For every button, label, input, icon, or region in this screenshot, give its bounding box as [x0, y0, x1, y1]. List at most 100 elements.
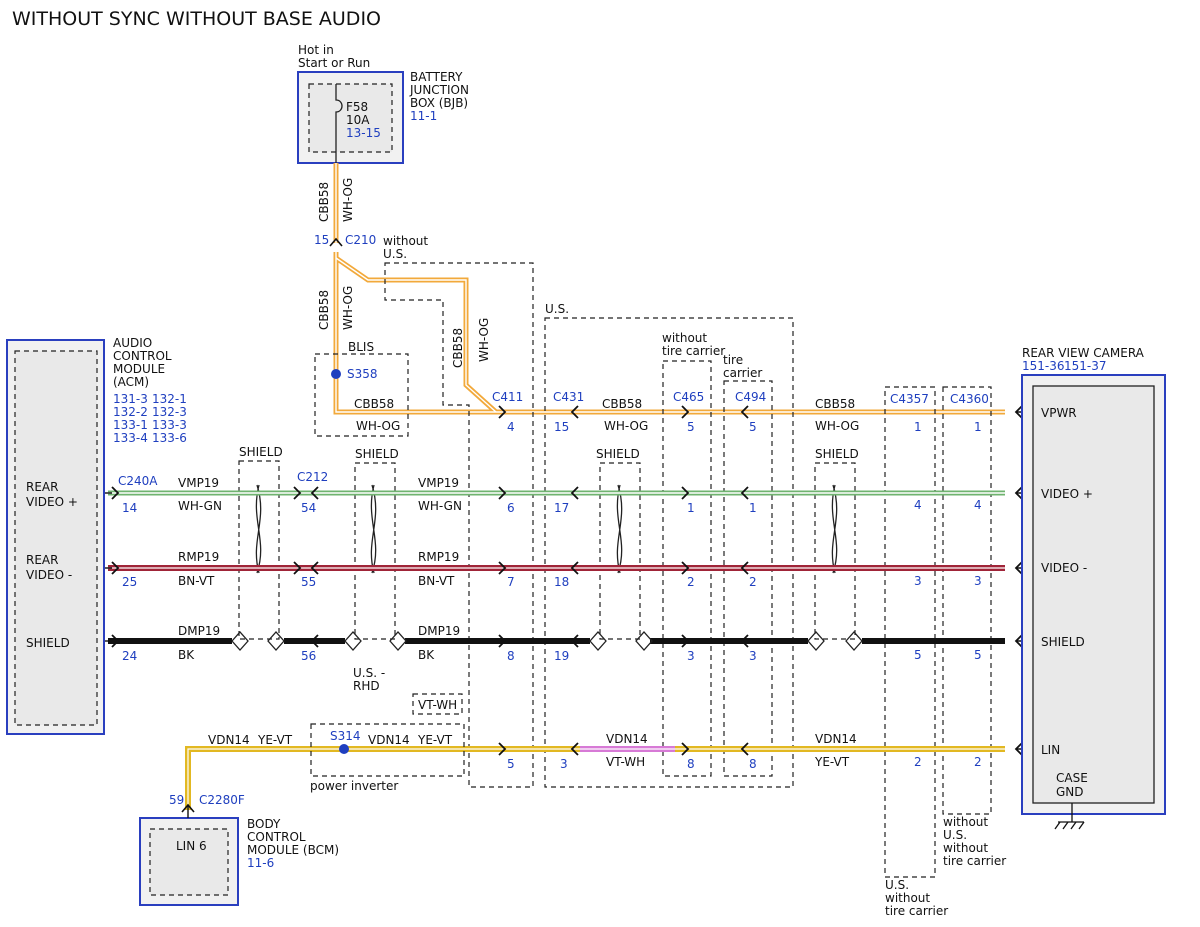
c2280f-pin: 59	[169, 793, 184, 807]
wire-code-cbb58-mid: CBB58	[602, 397, 642, 411]
c411-pin-4: 4	[507, 420, 515, 434]
splice-s358-label[interactable]: S358	[347, 367, 378, 381]
c4357-pin-2: 2	[914, 755, 922, 769]
c4360-pin-3: 3	[974, 574, 982, 588]
splice-s314-label[interactable]: S314	[330, 729, 361, 743]
wus-wtc-note-1: without	[943, 815, 988, 829]
wire-color-whog-blis: WH-OG	[356, 419, 400, 433]
without-us-without-tc-region	[942, 386, 992, 815]
acm-ref-133-3[interactable]: 133-3	[152, 418, 187, 432]
bjb-ref-link[interactable]: 11-1	[410, 109, 437, 123]
wire-code-vdn14-1: VDN14	[208, 733, 250, 747]
c210-pin: 15	[314, 233, 329, 247]
c2280f-label[interactable]: C2280F	[199, 793, 245, 807]
wire-code-dmp19-2: DMP19	[418, 624, 460, 638]
acm-inner	[14, 350, 98, 726]
c431-label[interactable]: C431	[553, 390, 584, 404]
fuse-ref-link[interactable]: 13-15	[346, 126, 381, 140]
connector-arrow-icon	[498, 742, 507, 756]
c4357-pin-4: 4	[914, 498, 922, 512]
c465-pin-8: 8	[687, 757, 695, 771]
c465-label[interactable]: C465	[673, 390, 704, 404]
wire-code-vdn14-4: VDN14	[815, 732, 857, 746]
tire-carrier-note-2: carrier	[723, 366, 762, 380]
wire-color-yevt-2: YE-VT	[417, 733, 453, 747]
tire-carrier-region	[723, 380, 773, 777]
bcm-inner	[149, 828, 229, 896]
bjb-inner	[308, 83, 393, 153]
c411-label[interactable]: C411	[492, 390, 523, 404]
connector-arrow-icon	[740, 742, 749, 756]
c411-pin-5: 5	[507, 757, 515, 771]
wire-code-vmp19-1: VMP19	[178, 476, 219, 490]
acm-pin-25: 25	[122, 575, 137, 589]
c212-pin-54: 54	[301, 501, 316, 515]
connector-arrow-icon	[740, 405, 749, 419]
connector-arrow-icon	[570, 742, 579, 756]
c465-pin-5: 5	[687, 420, 695, 434]
connector-arrow-icon	[111, 486, 120, 500]
wus-wtc-note-4: tire carrier	[943, 854, 1006, 868]
acm-ref-133-6[interactable]: 133-6	[152, 431, 187, 445]
splice-s314-dot	[339, 744, 349, 754]
c431-pin-15: 15	[554, 420, 569, 434]
c212-label[interactable]: C212	[297, 470, 328, 484]
us-without-tc-note-1: U.S.	[885, 878, 909, 892]
wire-color-whgn-1: WH-GN	[178, 499, 222, 513]
c210-label[interactable]: C210	[345, 233, 376, 247]
connector-arrow-icon	[570, 405, 579, 419]
us-without-tc-note-2: without	[885, 891, 930, 905]
wire-color-whog-branch: WH-OG	[477, 318, 491, 362]
connector-arrow-icon	[681, 405, 690, 419]
bcm-ref-link[interactable]: 11-6	[247, 856, 274, 870]
acm-ref-132-2[interactable]: 132-2	[113, 405, 148, 419]
connector-arrow-icon	[310, 486, 319, 500]
us-without-tc-region	[884, 386, 936, 878]
wire-color-vtwh: VT-WH	[606, 755, 645, 769]
wire-color-whog-upper: WH-OG	[341, 178, 355, 222]
acm-pin-rear-video-minus-1: REAR	[26, 553, 58, 567]
acm-ref-133-4[interactable]: 133-4	[113, 431, 148, 445]
bjb-name-1: BATTERY	[410, 70, 463, 84]
c411-pin-8: 8	[507, 649, 515, 663]
wire-code-cbb58-blis: CBB58	[354, 397, 394, 411]
blis-label: BLIS	[348, 340, 374, 354]
connector-arrows	[97, 405, 1033, 756]
wire-vdn14-lin	[185, 746, 1005, 810]
wus-wtc-note-3: without	[943, 841, 988, 855]
pin-numbers: 14 25 24 54 55 56 4 6 7 8 5 15 17 18 19 …	[122, 420, 982, 771]
ground-icon	[1054, 803, 1085, 830]
c210-arrow-icon	[329, 237, 343, 247]
acm-ref-132-1[interactable]: 132-1	[152, 392, 187, 406]
acm-ref-131-3[interactable]: 131-3	[113, 392, 148, 406]
acm-ref-133-1[interactable]: 133-1	[113, 418, 148, 432]
splice-s358-dot	[331, 369, 341, 379]
wire-wh-og	[333, 163, 1005, 415]
connector-arrow-icon	[498, 486, 507, 500]
c494-pin-3: 3	[749, 649, 757, 663]
c212-pin-56: 56	[301, 649, 316, 663]
c411-pin-7: 7	[507, 575, 515, 589]
bcm-name-3: MODULE (BCM)	[247, 843, 339, 857]
connector-arrow-icon	[293, 561, 302, 575]
c494-label[interactable]: C494	[735, 390, 766, 404]
diagram-title: WITHOUT SYNC WITHOUT BASE AUDIO	[12, 8, 381, 30]
acm-name-4: (ACM)	[113, 375, 149, 389]
camera-ref-151-36[interactable]: 151-36	[1022, 359, 1065, 373]
hot-in-label: Hot in	[298, 43, 334, 57]
c212-pin-55: 55	[301, 575, 316, 589]
shield-box-3: SHIELD	[596, 447, 641, 640]
wire-code-dmp19-1: DMP19	[178, 624, 220, 638]
connector-arrow-icon	[681, 486, 690, 500]
c240a-label[interactable]: C240A	[118, 474, 158, 488]
without-tc-note-1: without	[662, 331, 707, 345]
us-without-tc-note-3: tire carrier	[885, 904, 948, 918]
fuse-f58-symbol	[335, 84, 343, 163]
camera-inner	[1032, 385, 1155, 804]
acm-pin-rear-video-plus-2: VIDEO +	[26, 495, 78, 509]
c4357-label[interactable]: C4357	[890, 392, 929, 406]
acm-pin-14: 14	[122, 501, 137, 515]
c4360-label[interactable]: C4360	[950, 392, 989, 406]
camera-ref-151-37[interactable]: 151-37	[1064, 359, 1107, 373]
acm-ref-132-3[interactable]: 132-3	[152, 405, 187, 419]
